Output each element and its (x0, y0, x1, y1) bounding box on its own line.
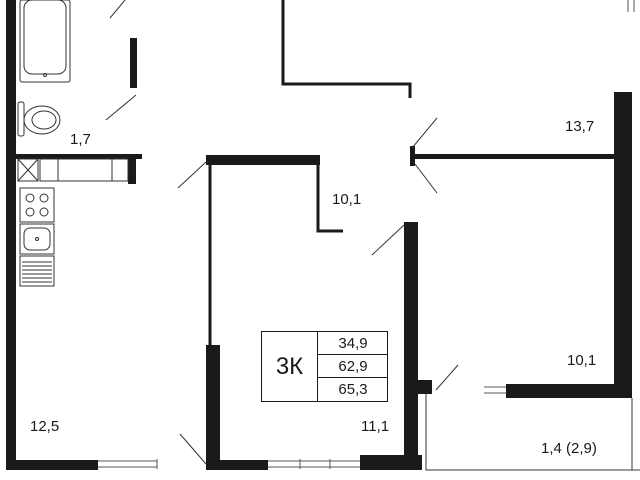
wall-bath-right (130, 38, 137, 88)
area-summary-box: 3К 34,9 62,9 65,3 (261, 331, 388, 402)
wall-bottom-left (6, 460, 98, 470)
wall-door-jamb (410, 146, 415, 166)
wall-corridor-top (281, 0, 412, 98)
apartment-type: 3К (275, 353, 304, 380)
room-label-bedroom-center: 11,1 (361, 418, 390, 435)
windows (98, 0, 635, 469)
area-total: 62,9 (318, 355, 388, 378)
wall-bath-stub (128, 154, 136, 184)
room-label-balcony: 1,4 (2,9) (541, 440, 597, 457)
room-label-kitchen: 12,5 (30, 418, 60, 435)
sink-icon (19, 223, 55, 255)
wall-left (6, 0, 16, 470)
wall-bedroom-top-right-bottom (412, 154, 614, 159)
radiator-icon (19, 255, 55, 287)
room-label-bedroom-right: 10,1 (567, 352, 597, 369)
wall-center-top (206, 155, 320, 165)
wall-right-bottom (506, 384, 632, 398)
room-label-wardrobe: 10,1 (332, 191, 362, 208)
wall-center-left-lower (206, 345, 220, 470)
wall-balcony-stub (418, 380, 432, 394)
balcony-outline (425, 394, 640, 471)
door-swings (105, 0, 459, 465)
area-living: 34,9 (318, 332, 388, 355)
walls (6, 0, 632, 470)
wall-bath-bottom (16, 154, 142, 159)
toilet-icon (17, 101, 61, 137)
bathtub-icon (19, 0, 71, 83)
room-label-bedroom-top-right: 13,7 (565, 118, 595, 135)
wall-bottom-center-left (206, 460, 268, 470)
washing-machine-icon (17, 158, 129, 182)
wall-right (614, 92, 632, 398)
room-label-bathroom: 1,7 (70, 131, 91, 148)
wall-wardrobe (316, 160, 343, 233)
area-values: 34,9 62,9 65,3 (317, 332, 388, 401)
area-with-balcony: 65,3 (338, 381, 368, 398)
stove-icon (19, 187, 55, 223)
thin-walls (208, 0, 412, 345)
wall-center-right (404, 222, 418, 470)
